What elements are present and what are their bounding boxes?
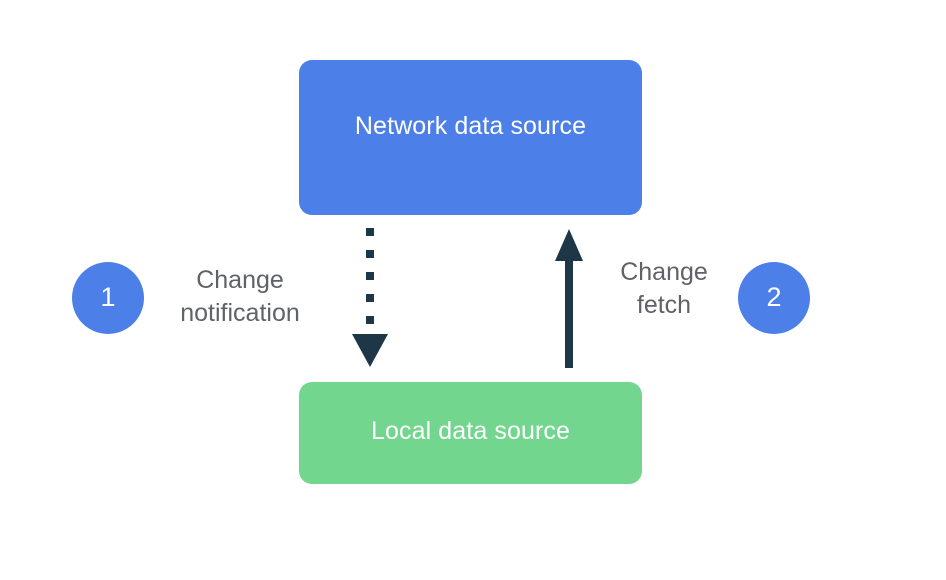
step-circle-1[interactable]: 1: [72, 262, 144, 334]
node-local-data-source[interactable]: Local data source: [299, 382, 642, 484]
step-circle-2-number: 2: [766, 281, 782, 312]
node-network-data-source-label: Network data source: [354, 112, 587, 140]
step-circle-1-number: 1: [100, 281, 116, 312]
node-local-data-source-label: Local data source: [370, 416, 571, 445]
edge-label-change-notification: Change notification: [180, 266, 300, 327]
node-network-data-source[interactable]: Network data source: [299, 60, 642, 215]
step-circle-2[interactable]: 2: [738, 262, 810, 334]
edge-label-change-fetch: Change fetch: [620, 258, 708, 319]
solid-up-arrow-icon: [555, 229, 583, 368]
dotted-down-arrow-icon: [352, 228, 388, 367]
